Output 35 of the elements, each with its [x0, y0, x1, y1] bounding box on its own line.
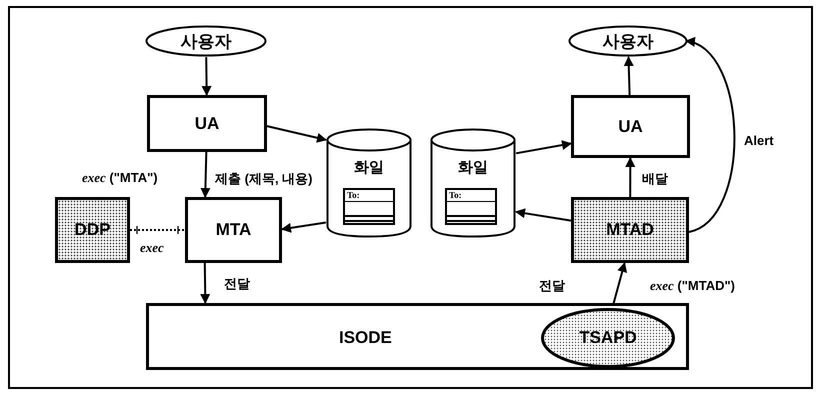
- edge-label: 배달: [640, 170, 670, 188]
- arrow: [281, 222, 326, 233]
- arrow: [266, 125, 327, 143]
- edge-label: Alert: [742, 133, 776, 148]
- arrow: [516, 140, 572, 154]
- process-box: UA: [147, 95, 267, 152]
- arrow: [202, 56, 212, 96]
- process-box: UA: [571, 95, 690, 158]
- arrow: [624, 56, 634, 96]
- arrow: [685, 39, 736, 233]
- edge-label: exec ("MTAD"): [648, 278, 737, 294]
- shaded-process-box: DDP: [55, 197, 130, 263]
- file-cylinder: [430, 128, 516, 238]
- node-label: ISODE: [339, 328, 392, 348]
- process-box: MTA: [185, 197, 282, 263]
- arrow: [200, 262, 210, 304]
- platform-box: [146, 303, 689, 370]
- arrow: [625, 157, 636, 197]
- node-label: 화일: [354, 158, 384, 177]
- user-ellipse: 사용자: [568, 25, 688, 57]
- dotted-connector: [130, 225, 185, 235]
- annotation-label: 전달: [537, 277, 567, 295]
- memo-card: To:: [445, 188, 497, 225]
- arrow: [515, 208, 572, 222]
- daemon-ellipse: TSAPD: [541, 308, 675, 368]
- node-label: 화일: [458, 158, 488, 177]
- annotation-label: exec ("MTA"): [80, 170, 160, 186]
- edge-label: 제출 (제목, 내용): [213, 170, 314, 188]
- arrow: [612, 262, 628, 306]
- memo-card: To:: [343, 188, 395, 225]
- arrow: [200, 152, 210, 198]
- user-ellipse: 사용자: [145, 25, 267, 57]
- edge-label: 전달: [222, 275, 252, 293]
- shaded-process-box: MTAD: [571, 197, 689, 263]
- file-cylinder: [326, 128, 412, 238]
